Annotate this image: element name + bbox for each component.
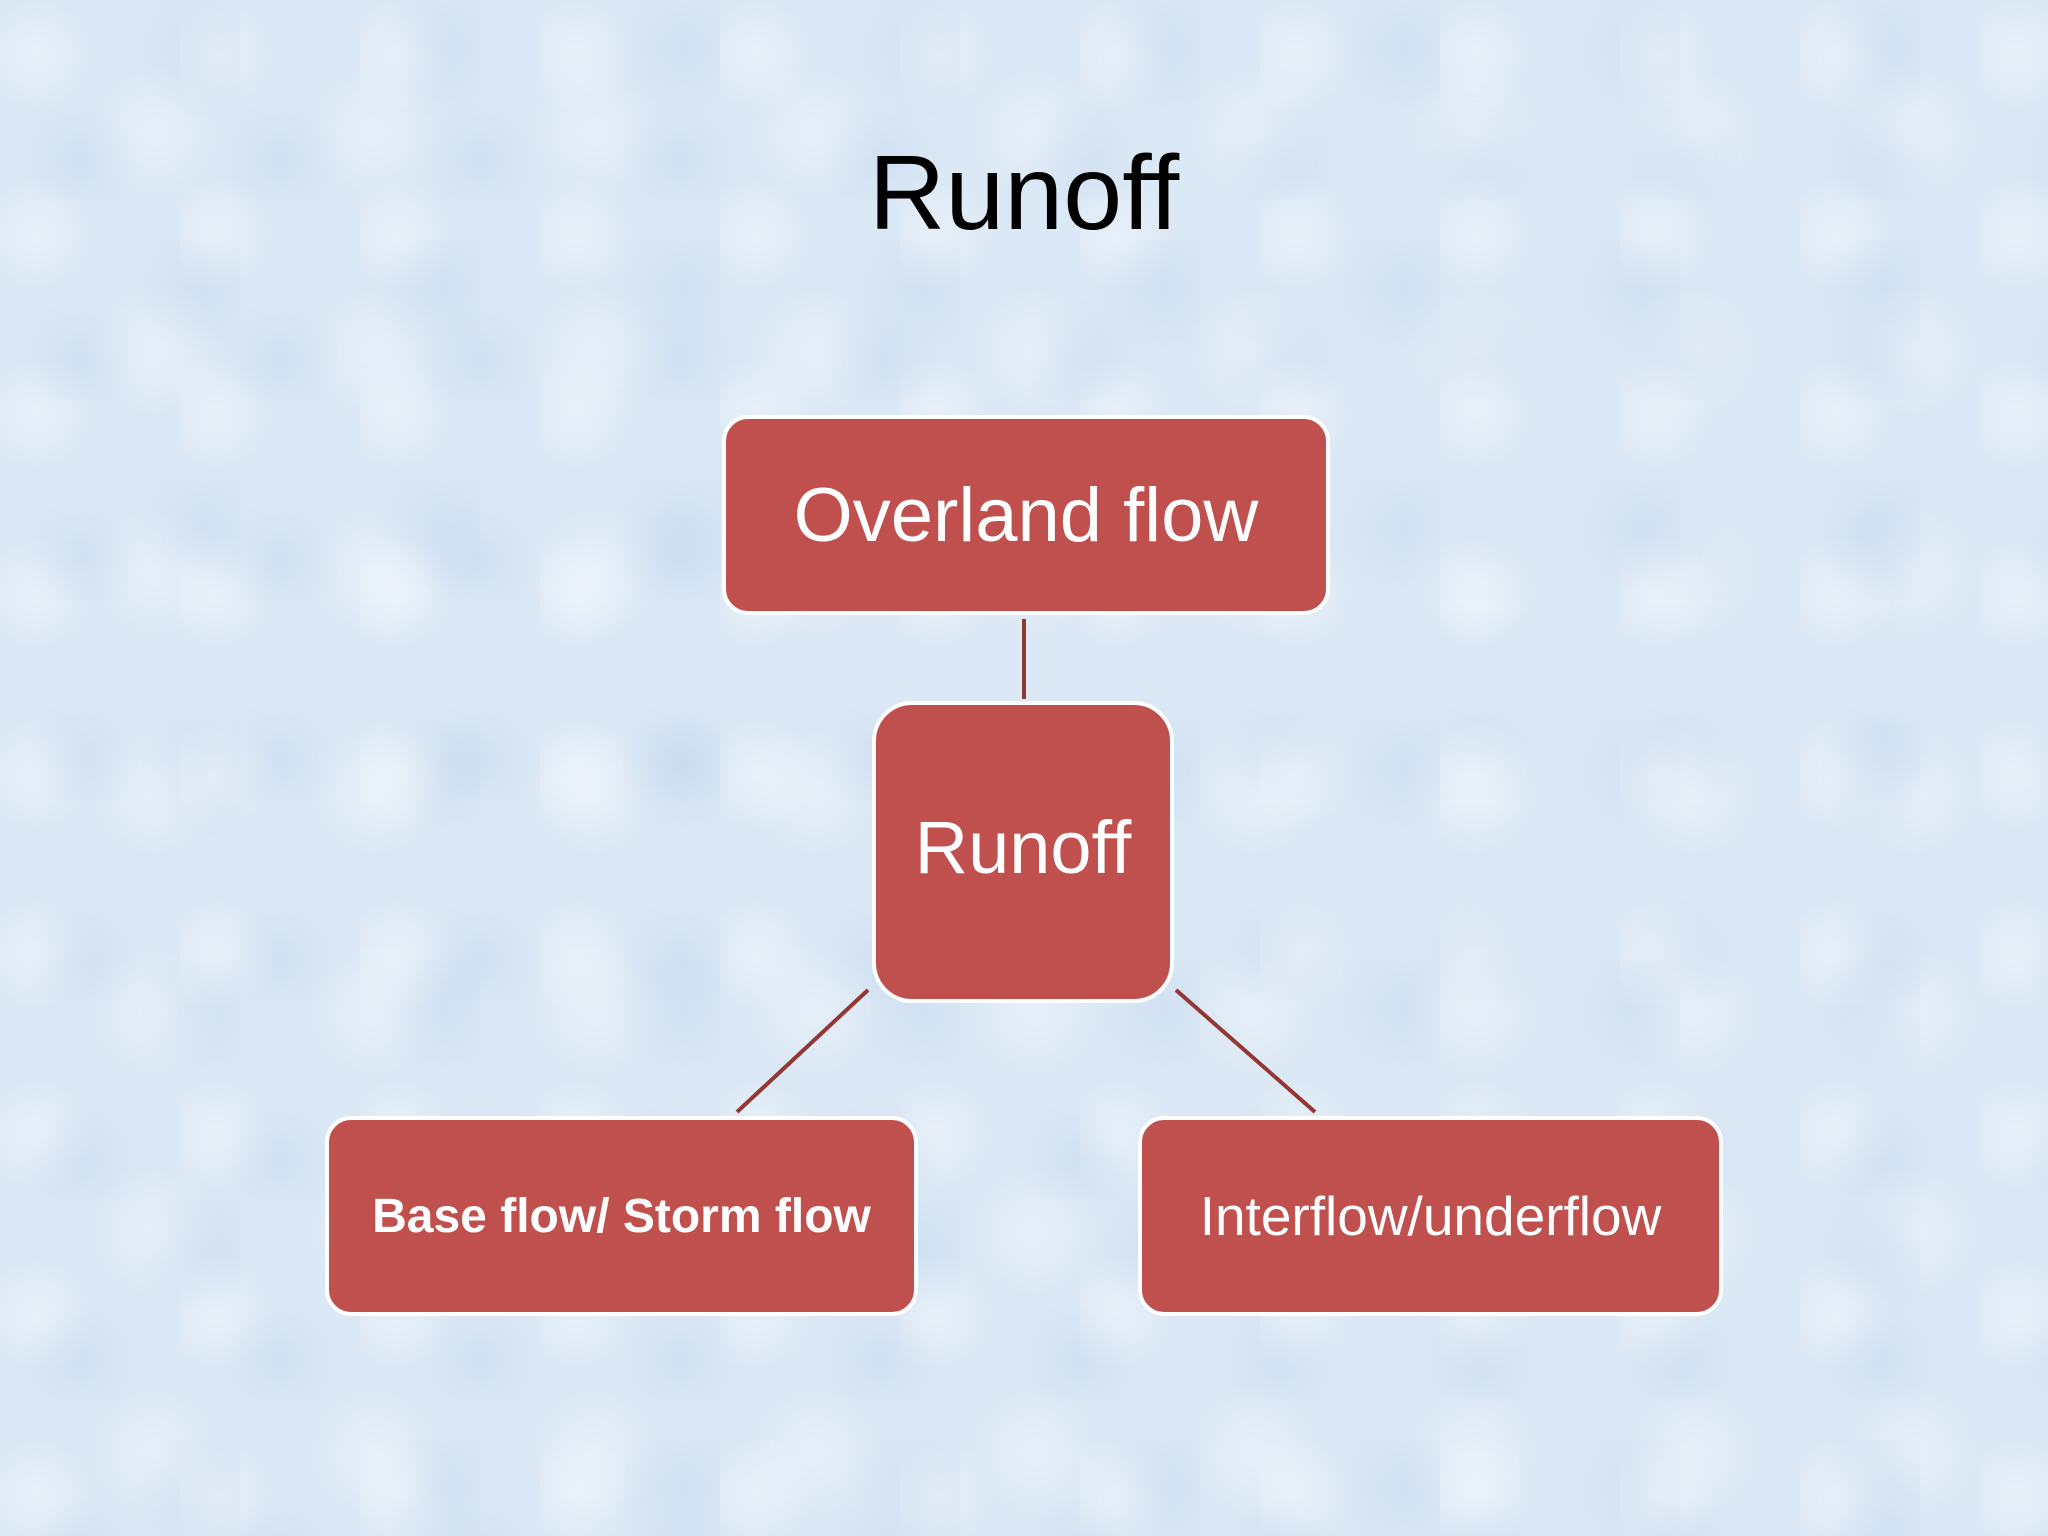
node-base-storm-flow: Base flow/ Storm flow: [325, 1116, 918, 1316]
connector-right: [1174, 988, 1317, 1114]
node-overland-flow-label: Overland flow: [793, 472, 1259, 558]
connector-left: [735, 988, 870, 1114]
node-interflow-underflow-label: Interflow/underflow: [1199, 1185, 1662, 1247]
node-overland-flow: Overland flow: [722, 415, 1330, 615]
node-interflow-underflow: Interflow/underflow: [1138, 1116, 1723, 1316]
node-runoff: Runoff: [872, 701, 1174, 1003]
node-runoff-label: Runoff: [914, 805, 1132, 889]
node-base-storm-flow-label: Base flow/ Storm flow: [372, 1189, 871, 1243]
slide-title: Runoff: [868, 134, 1180, 252]
